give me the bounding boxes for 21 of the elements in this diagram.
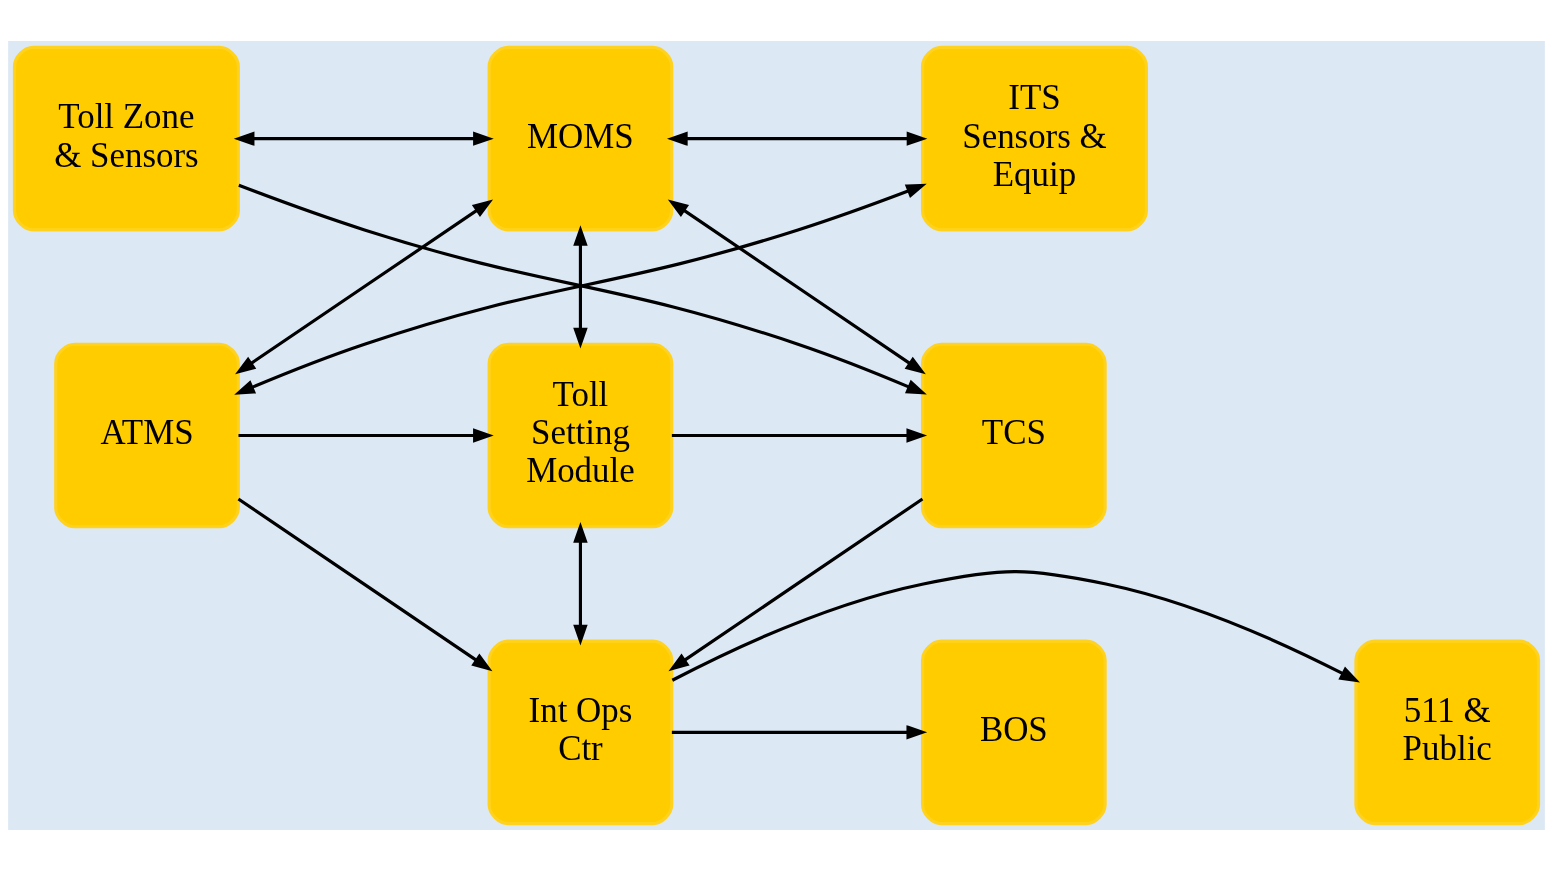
node-box: TCS bbox=[920, 342, 1107, 528]
node-box: ITS Sensors & Equip bbox=[920, 45, 1148, 231]
node-box: Int Ops Ctr bbox=[487, 639, 674, 825]
arrow bbox=[667, 198, 926, 374]
node-box: BOS bbox=[920, 639, 1107, 825]
arrow bbox=[233, 130, 494, 146]
arrow bbox=[668, 497, 924, 671]
arrow bbox=[671, 427, 928, 443]
node-box: ATMS bbox=[54, 342, 240, 528]
arrow bbox=[573, 224, 588, 349]
arrow bbox=[671, 724, 928, 740]
arrow bbox=[238, 427, 494, 443]
node-box: Toll Zone & Sensors bbox=[12, 45, 240, 231]
arrow bbox=[237, 497, 493, 671]
node-box: Toll Setting Module bbox=[487, 342, 674, 528]
arrow bbox=[235, 198, 494, 374]
arrow bbox=[666, 130, 928, 146]
node-box: 511 & Public bbox=[1354, 639, 1541, 825]
arrow bbox=[671, 569, 1361, 682]
arrow bbox=[573, 521, 588, 645]
node-box: MOMS bbox=[487, 45, 674, 231]
